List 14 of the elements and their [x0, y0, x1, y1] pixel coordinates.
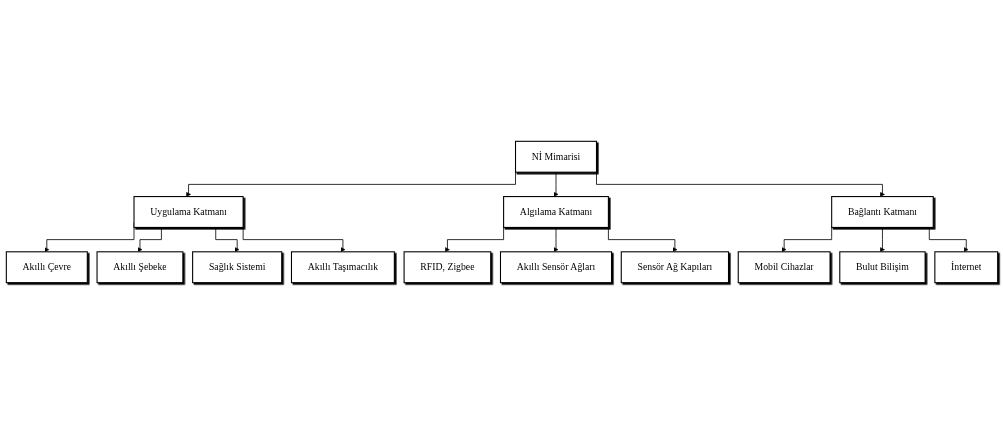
node-box: Nİ Mimarisi: [514, 140, 597, 173]
node-box: Uygulama Katmanı: [132, 195, 244, 228]
node-box: Akıllı Sensör Ağları: [499, 250, 612, 283]
node-box: Algılama Katmanı: [502, 195, 609, 228]
node-box: Akıllı Taşımacılık: [290, 250, 395, 283]
node-box: Mobil Cihazlar: [737, 250, 831, 283]
node-box: İnternet: [933, 250, 998, 283]
node-box: Bulut Bilişim: [838, 250, 926, 283]
node-box: Bağlantı Katmanı: [830, 195, 934, 228]
node-box: Sensör Ağ Kapıları: [620, 250, 729, 283]
node-box: Akıllı Çevre: [5, 250, 88, 283]
node-box: Akıllı Şebeke: [96, 250, 183, 283]
node-box: RFID, Zigbee: [403, 250, 491, 283]
node-box: Sağlık Sistemi: [191, 250, 282, 283]
